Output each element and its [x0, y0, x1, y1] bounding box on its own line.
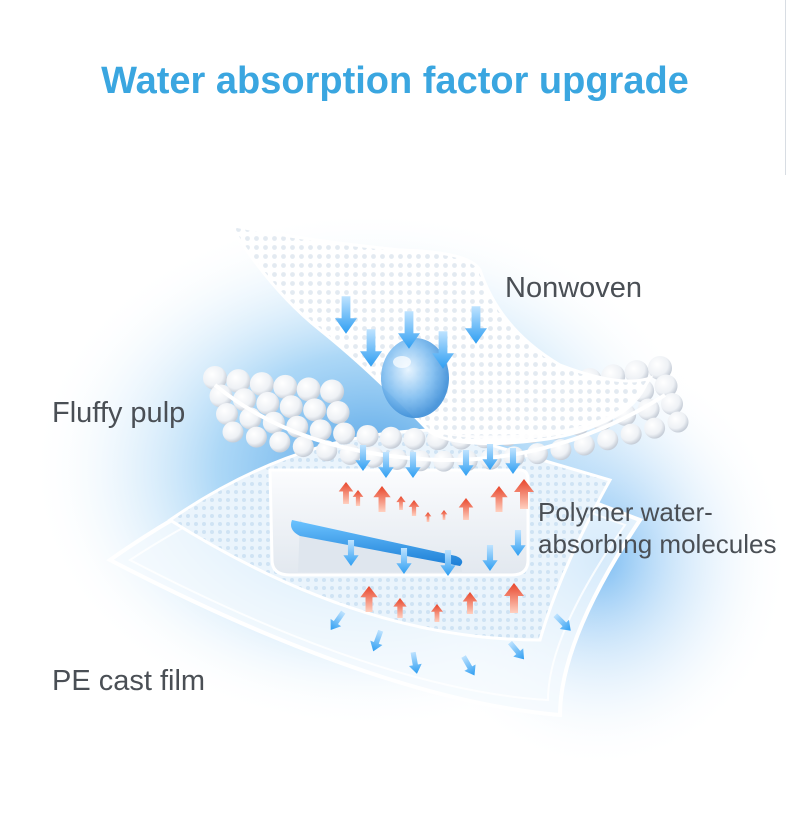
pulp-ball	[209, 384, 233, 408]
label-polymer-line1: Polymer water-	[538, 497, 713, 527]
pulp-ball	[232, 388, 256, 412]
pulp-ball	[256, 391, 280, 415]
page-title: Water absorption factor upgrade	[101, 60, 689, 102]
pulp-ball	[226, 369, 251, 394]
pulp-ball	[203, 366, 227, 390]
pulp-ball	[379, 426, 402, 449]
label-polymer: Polymer water- absorbing molecules	[538, 496, 776, 560]
pulp-ball	[644, 417, 666, 439]
pulp-ball	[326, 400, 350, 424]
pulp-ball	[216, 403, 238, 425]
pulp-ball	[654, 374, 678, 398]
pulp-edge	[213, 383, 667, 463]
pulp-ball	[333, 422, 356, 445]
pulp-ball	[648, 356, 672, 380]
pulp-ball	[667, 411, 689, 433]
pulp-ball	[356, 424, 379, 447]
pulp-ball	[573, 434, 595, 456]
edge-divider	[785, 0, 786, 175]
pulp-ball	[597, 429, 619, 451]
pulp-ball	[292, 436, 314, 458]
pulp-ball	[222, 421, 244, 443]
label-nonwoven: Nonwoven	[505, 272, 643, 304]
pulp-ball	[661, 393, 683, 415]
pulp-ball	[309, 419, 332, 442]
pulp-ball	[620, 423, 642, 445]
pulp-ball	[273, 374, 298, 399]
polymer-core-block	[268, 468, 530, 577]
pulp-ball	[269, 431, 291, 453]
pulp-ball	[296, 377, 321, 402]
label-pe-cast-film: PE cast film	[52, 665, 206, 697]
label-fluffy-pulp: Fluffy pulp	[52, 397, 186, 429]
pulp-ball	[320, 379, 345, 404]
pulp-ball	[249, 372, 274, 397]
blue-core-strip	[291, 520, 463, 566]
pulp-ball	[279, 395, 303, 419]
pulp-ball	[245, 426, 267, 448]
pulp-ball	[403, 427, 426, 450]
pulp-ball	[624, 360, 649, 385]
label-polymer-line2: absorbing molecules	[538, 529, 777, 559]
pulp-ball	[303, 398, 327, 422]
